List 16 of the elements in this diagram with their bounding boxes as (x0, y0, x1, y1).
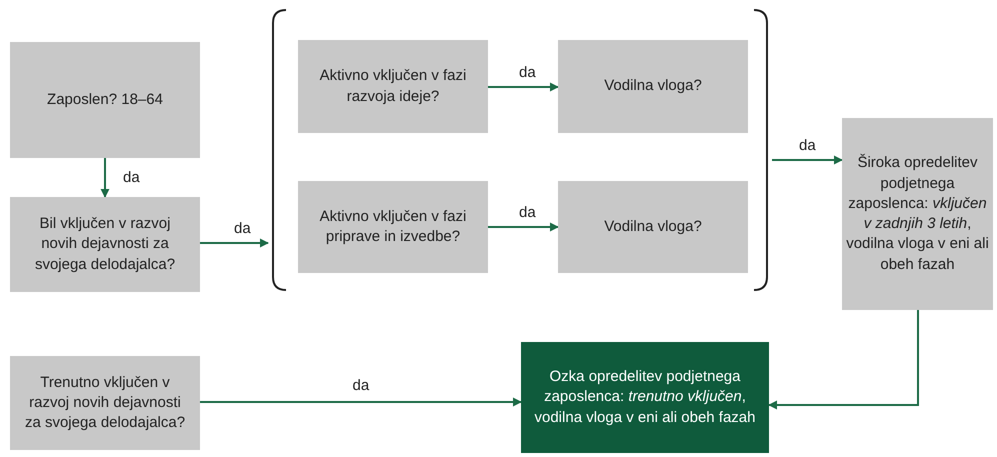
arrow (488, 82, 559, 92)
arrow (772, 156, 843, 164)
process-box: Trenutno vključen v razvoj novih dejavnosti za svojega delodajalca? (10, 356, 200, 450)
process-box: Vodilna vloga? (558, 181, 748, 273)
process-box: Vodilna vloga? (558, 40, 748, 133)
process-box: Široka opredelitev podjetnega zaposlenca: vključen v zadnjih 3 letih, vodilna vloga v eni ali obeh fazah (842, 118, 993, 310)
arrow (488, 222, 559, 232)
process-box: Bil vključen v razvoj novih dejavnosti za svojega delodajalca? (10, 197, 200, 292)
arrow (768, 310, 919, 410)
result-box: Ozka opredelitev podjetnega zaposlenca: trenutno vključen, vodilna vloga v eni ali obeh fazah (521, 342, 769, 453)
arrow (100, 158, 110, 198)
process-box: Zaposlen? 18–64 (10, 42, 200, 158)
arrow (200, 398, 522, 406)
arrow (200, 238, 269, 248)
process-box: Aktivno vključen v fazi razvoja ideje? (298, 40, 488, 133)
process-box: Aktivno vključen v fazi priprave in izvedbe? (298, 181, 488, 273)
